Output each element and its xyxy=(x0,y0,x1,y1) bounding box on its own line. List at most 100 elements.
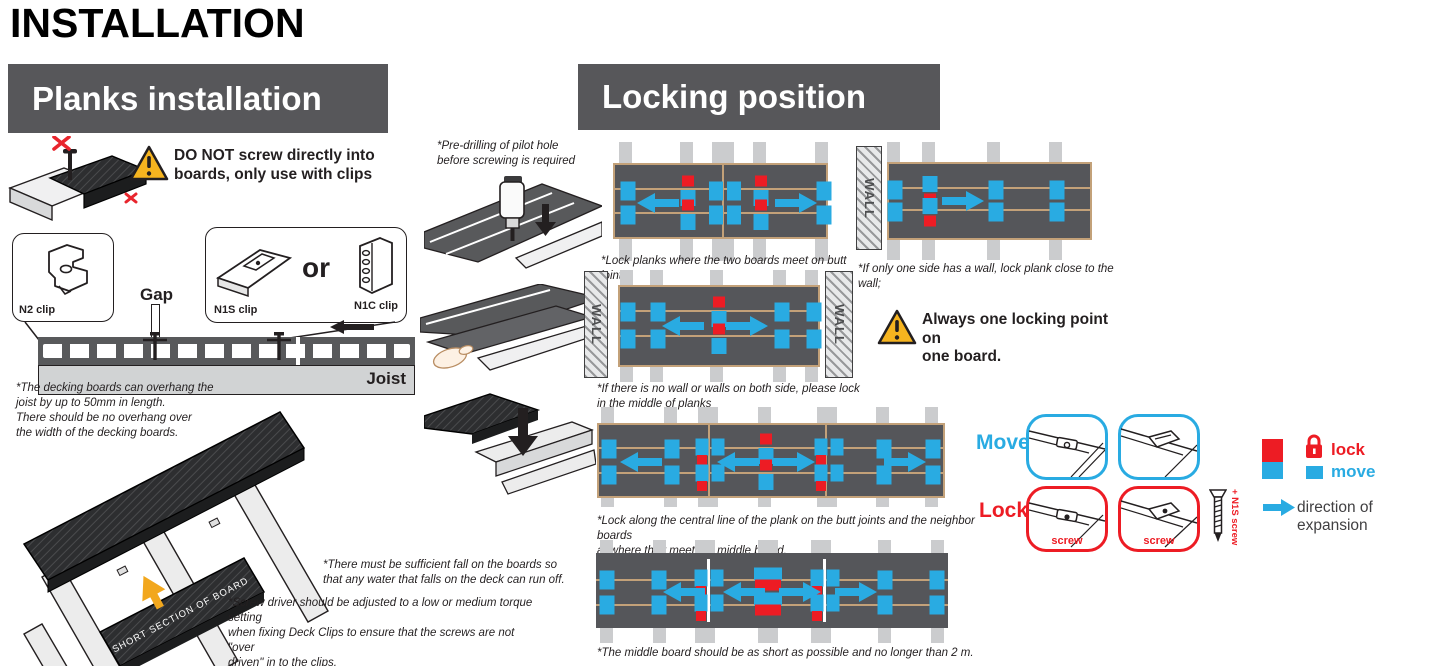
caption-predrill: *Pre-drilling of pilot hole before screw… xyxy=(437,140,576,167)
screw-label: screw xyxy=(1143,535,1175,547)
n1c-clip-icon xyxy=(359,237,393,294)
expansion-arrow xyxy=(941,191,984,212)
move-clip xyxy=(774,302,790,322)
diagram-caption: *Lock planks where the two boards meet o… xyxy=(601,255,847,282)
move-clip xyxy=(651,595,667,615)
move-clip xyxy=(650,329,666,349)
lock-legend-label: Lock xyxy=(979,499,1029,522)
plank-joint-line xyxy=(620,335,818,338)
clip-sketch-icon xyxy=(1028,502,1106,548)
lock-screw xyxy=(924,215,936,227)
move-clip xyxy=(708,205,723,225)
lock-screw xyxy=(755,199,768,211)
move-clip xyxy=(651,570,667,590)
locking-diagram-three-boards xyxy=(597,407,945,507)
caption-overhang: *The decking boards can overhang the joi… xyxy=(16,382,214,439)
n2-clip-label: N2 clip xyxy=(19,304,56,316)
clip-sketch-icon xyxy=(1120,428,1198,478)
move-clip xyxy=(1049,180,1065,200)
move-clip xyxy=(620,181,636,201)
move-clip xyxy=(726,181,741,201)
move-color-swatch xyxy=(1262,462,1283,479)
board-gap xyxy=(296,337,300,365)
diagram-caption: *If only one side has a wall, lock plank… xyxy=(858,263,1114,290)
move-clip xyxy=(694,569,708,587)
move-clip xyxy=(877,570,893,590)
move-key-label: move xyxy=(1331,462,1376,481)
warning-triangle-icon xyxy=(129,145,169,181)
expansion-arrow xyxy=(663,582,705,603)
move-clip xyxy=(929,570,945,590)
n1c-clip-label: N1C clip xyxy=(354,300,399,312)
expansion-arrow xyxy=(779,582,822,603)
plank-joint-line xyxy=(620,310,818,313)
plank-joint-line xyxy=(599,471,943,474)
move-clip xyxy=(754,567,783,581)
lock-color-swatch xyxy=(1262,439,1283,462)
move-clip xyxy=(988,202,1004,222)
move-clip xyxy=(925,439,941,459)
move-clip xyxy=(774,329,790,349)
move-clip xyxy=(830,438,844,456)
expansion-arrow xyxy=(772,452,815,473)
move-clip xyxy=(650,302,666,322)
move-clip xyxy=(988,180,1004,200)
lock-screw xyxy=(815,481,826,492)
no-screw-illustration xyxy=(8,136,148,222)
move-clip xyxy=(887,180,903,200)
move-legend-label: Move xyxy=(976,431,1030,454)
move-clip xyxy=(816,205,832,225)
padlock-icon xyxy=(1306,434,1322,458)
expansion-arrow xyxy=(717,452,760,473)
lock-screw xyxy=(811,610,822,621)
expansion-arrow xyxy=(637,193,679,213)
wall-label: WALL xyxy=(831,304,847,345)
n1s-screw-label: + N1S screw xyxy=(1229,489,1240,546)
move-clip xyxy=(695,438,709,456)
expansion-arrow xyxy=(661,315,704,336)
gap-label: Gap xyxy=(140,285,174,304)
left-arrow-icon xyxy=(330,320,374,334)
move-clip xyxy=(826,569,840,587)
deck-panel xyxy=(596,553,948,628)
deck-panel xyxy=(618,285,822,367)
move-clip xyxy=(922,175,938,192)
expansion-arrow xyxy=(774,193,817,213)
move-clip xyxy=(922,198,938,215)
move-clip xyxy=(887,202,903,222)
lock-screw xyxy=(712,296,725,308)
deck-slots xyxy=(43,344,410,358)
move-clip xyxy=(810,569,824,587)
expansion-arrow xyxy=(722,582,765,603)
lock-screw xyxy=(712,323,725,335)
move-clip xyxy=(694,594,708,612)
wall-bar: WALL xyxy=(856,146,882,250)
expansion-arrow-icon xyxy=(1263,499,1295,516)
lock-clip-example-1: screw xyxy=(1026,486,1108,552)
board-drop-illustration xyxy=(424,393,596,495)
lock-screw xyxy=(755,604,782,616)
move-clip xyxy=(758,474,774,491)
move-clip xyxy=(711,337,727,354)
move-clip xyxy=(695,464,709,482)
caption-torque: *Screw driver should be adjusted to a lo… xyxy=(228,597,533,666)
screw-clip-icon xyxy=(267,332,291,360)
n1s-clip-icon xyxy=(215,249,293,298)
diagram-caption: *If there is no wall or walls on both si… xyxy=(597,383,860,410)
move-clip xyxy=(816,181,832,201)
lock-screw xyxy=(755,175,768,187)
lock-screw xyxy=(697,455,708,465)
plank-joint-line xyxy=(599,446,943,449)
move-clip-example-1 xyxy=(1026,414,1108,480)
move-clip xyxy=(664,465,680,485)
or-label: or xyxy=(302,252,330,283)
screw-clip-icon xyxy=(143,332,167,360)
planks-installation-header: Planks installation xyxy=(8,64,388,133)
move-clip xyxy=(877,595,893,615)
deck-panel xyxy=(613,163,832,239)
lock-screw xyxy=(760,433,773,445)
move-clip xyxy=(806,329,822,349)
deck-isometric-illustration: SHORT SECTION OF BOARD xyxy=(22,411,329,666)
board-placing-illustration xyxy=(420,284,600,371)
butt-joint xyxy=(823,559,827,622)
